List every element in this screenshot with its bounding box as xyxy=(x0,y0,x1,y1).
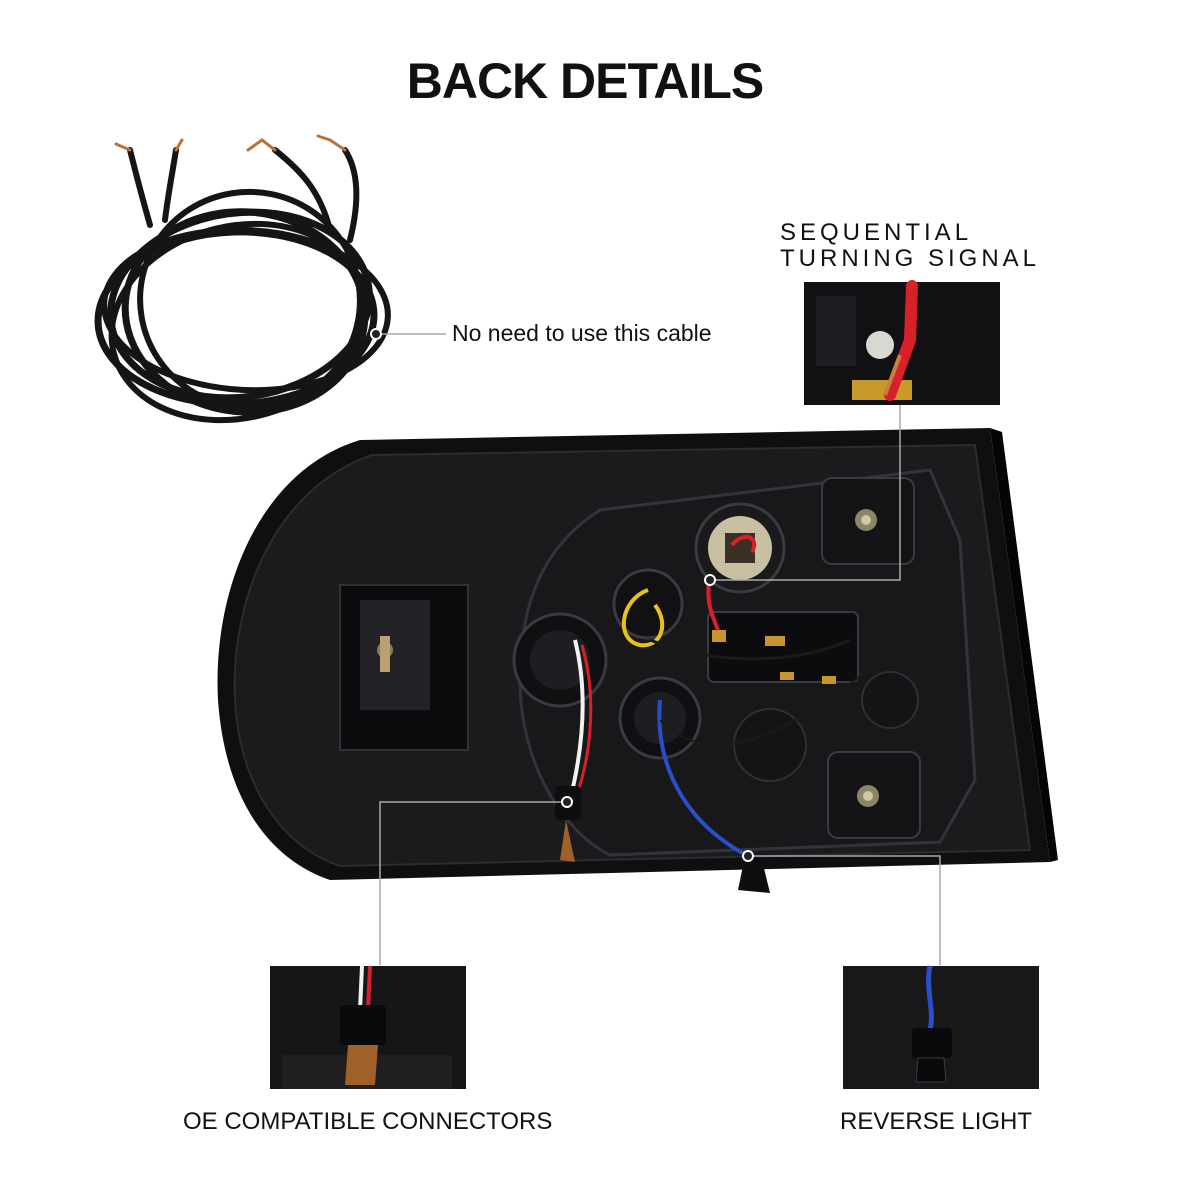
reverse-leader-line xyxy=(748,855,941,965)
cable-leader-dot xyxy=(370,328,382,340)
sequential-signal-label: SEQUENTIAL TURNING SIGNAL xyxy=(780,220,1040,272)
oe-leader-line xyxy=(379,801,565,965)
tail-light-housing xyxy=(217,428,1058,893)
sequential-signal-inset xyxy=(804,280,1000,405)
reverse-light-inset xyxy=(843,965,1039,1089)
oe-leader-dot xyxy=(561,796,573,808)
reverse-light-label: REVERSE LIGHT xyxy=(840,1108,1033,1135)
cable-note-label: No need to use this cable xyxy=(452,320,712,346)
extension-cable xyxy=(94,134,391,424)
sequential-label-line2: TURNING SIGNAL xyxy=(780,245,1041,272)
oe-connector-inset xyxy=(270,965,466,1089)
sequential-label-line1: SEQUENTIAL xyxy=(780,219,973,246)
reverse-leader-dot xyxy=(742,850,754,862)
sequential-leader-dot xyxy=(704,574,716,586)
page-title: BACK DETAILS xyxy=(406,53,765,109)
sequential-leader-line xyxy=(712,404,901,581)
oe-connectors-label: OE COMPATIBLE CONNECTORS xyxy=(183,1108,553,1135)
